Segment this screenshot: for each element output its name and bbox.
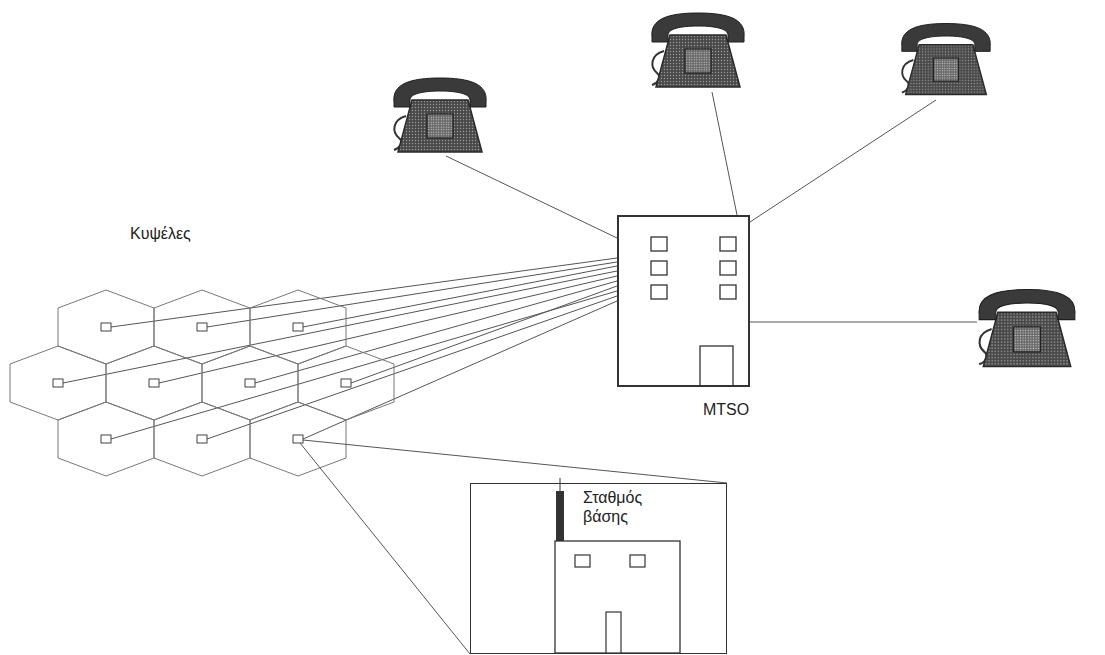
cell-hexagon <box>58 290 154 364</box>
zoom-line <box>303 440 727 483</box>
base-station-building <box>555 478 680 653</box>
cell-link <box>111 291 617 439</box>
cell-hexagon <box>154 402 250 476</box>
station-square <box>197 435 207 443</box>
phone-wires <box>446 92 977 322</box>
cell-link <box>207 296 617 439</box>
cell-hexagon <box>106 346 202 420</box>
building-door <box>700 346 733 386</box>
cell-hexagon <box>154 290 250 364</box>
building-window <box>651 237 667 251</box>
building-window <box>651 285 667 299</box>
mtso-building <box>651 237 736 386</box>
cell-hexagon <box>250 402 346 476</box>
station-square <box>341 379 351 387</box>
phone-wire <box>750 100 936 222</box>
station-square <box>293 323 303 331</box>
antenna-tip <box>560 478 561 492</box>
building-window <box>720 237 736 251</box>
cell-grid <box>10 290 394 476</box>
building-window <box>720 261 736 275</box>
phone-wire <box>446 156 617 238</box>
cell-stations <box>53 323 351 443</box>
cell-hexagon <box>10 346 106 420</box>
zoom-lines <box>300 440 727 654</box>
cell-link <box>159 276 617 383</box>
telephones <box>394 13 1075 366</box>
station-square <box>149 379 159 387</box>
cell-hexagon <box>58 402 154 476</box>
zoom-box: Σταθμός βάσης <box>470 483 727 654</box>
cell-link <box>351 286 617 383</box>
telephone-icon <box>979 289 1075 366</box>
building-door <box>606 612 621 653</box>
building-label: MTSO <box>703 400 749 419</box>
cell-hexagon <box>298 346 394 420</box>
cells-label: Κυψέλες <box>130 224 191 243</box>
station-square <box>101 435 111 443</box>
cell-link <box>111 258 617 327</box>
cell-link <box>303 266 617 327</box>
telephone-icon <box>652 13 744 87</box>
telephone-icon <box>902 24 991 95</box>
telephone-icon <box>394 78 486 152</box>
cell-link <box>255 281 617 383</box>
zoom-line <box>300 443 470 654</box>
cell-links <box>63 258 617 439</box>
phone-wire <box>712 92 737 215</box>
antenna-mast <box>556 491 564 541</box>
building-window <box>575 555 590 567</box>
station-building <box>555 541 680 653</box>
building-window <box>651 261 667 275</box>
cell-hexagon <box>250 290 346 364</box>
cell-link <box>63 271 617 383</box>
station-square <box>101 323 111 331</box>
building-window <box>630 555 645 567</box>
building-window <box>720 285 736 299</box>
station-square <box>245 379 255 387</box>
cell-hexagon <box>202 346 298 420</box>
station-square <box>197 323 207 331</box>
mtso-building: MTSO <box>617 215 750 387</box>
station-square <box>53 379 63 387</box>
phone-wire <box>750 322 977 323</box>
station-label: Σταθμός βάσης <box>583 488 679 526</box>
station-square <box>293 435 303 443</box>
